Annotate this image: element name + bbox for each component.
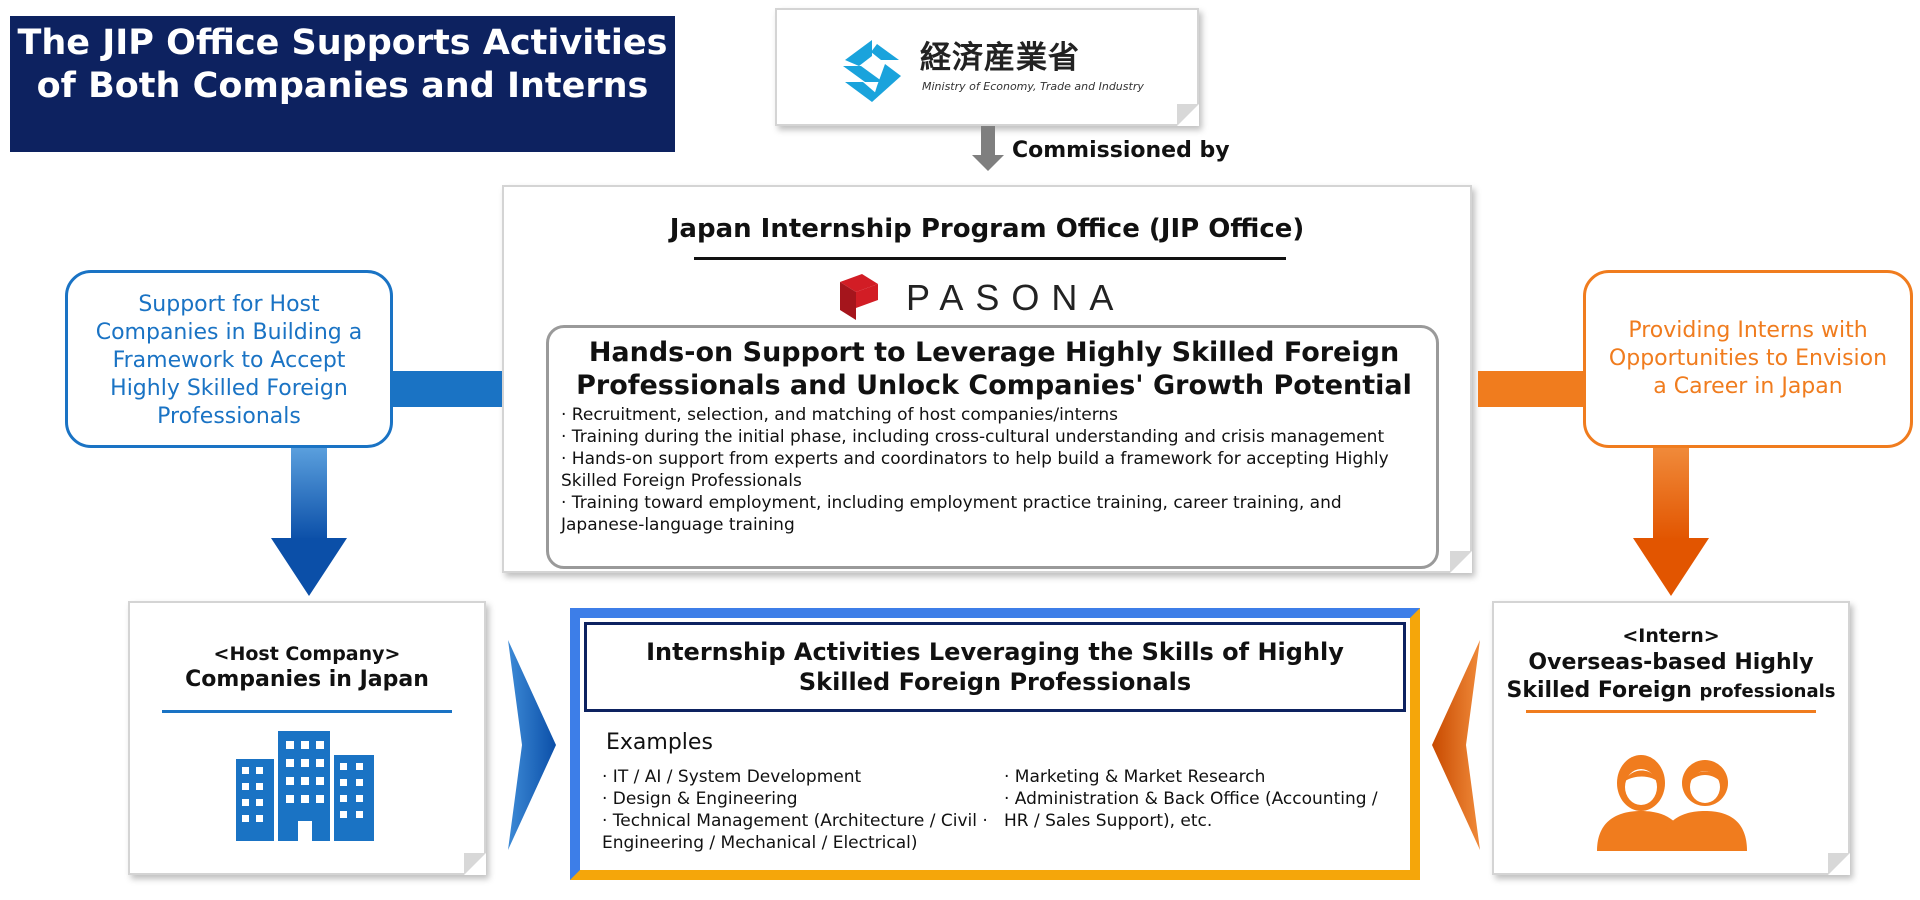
commissioned-label: Commissioned by xyxy=(1012,138,1230,163)
commissioned-arrow xyxy=(981,126,995,156)
commissioned-arrow-head xyxy=(972,155,1004,171)
support-heading: Hands-on Support to Leverage Highly Skil… xyxy=(576,337,1412,401)
support-box: Hands-on Support to Leverage Highly Skil… xyxy=(546,325,1439,569)
page-curl xyxy=(1828,853,1850,875)
host-connector xyxy=(393,371,502,407)
office-buildings-icon xyxy=(236,731,374,841)
intern-card: <Intern> Overseas-based Highly Skilled F… xyxy=(1492,601,1850,875)
intern-underline xyxy=(1526,710,1816,713)
intern-title-suffix: professionals xyxy=(1699,681,1836,702)
list-item: · Administration & Back Office (Accounti… xyxy=(1004,789,1378,831)
intern-down-arrow-head xyxy=(1633,538,1709,596)
list-item: · Recruitment, selection, and matching o… xyxy=(561,405,1119,425)
list-item: · Training during the initial phase, inc… xyxy=(561,427,1385,447)
examples-right-list: · Marketing & Market Research · Administ… xyxy=(1004,766,1404,832)
list-item: · Technical Management (Architecture / C… xyxy=(602,811,988,853)
examples-left-list: · IT / AI / System Development · Design … xyxy=(602,766,1002,854)
host-down-arrow xyxy=(291,448,327,540)
intern-to-activities-chevron xyxy=(1432,640,1480,850)
intern-title-main: Overseas-based Highly Skilled Foreign xyxy=(1506,650,1814,703)
host-down-arrow-head xyxy=(271,538,347,596)
jip-office-card: Japan Internship Program Office (JIP Off… xyxy=(502,185,1472,573)
list-item: · Training toward employment, including … xyxy=(561,493,1342,535)
title-banner-text: The JIP Office Supports Activities of Bo… xyxy=(17,23,668,106)
intern-support-callout: Providing Interns with Opportunities to … xyxy=(1583,270,1913,448)
meti-logo-icon xyxy=(843,40,901,102)
title-banner: The JIP Office Supports Activities of Bo… xyxy=(10,16,675,152)
host-to-activities-chevron xyxy=(508,640,556,850)
activities-title-box: Internship Activities Leveraging the Ski… xyxy=(584,622,1406,712)
ministry-name-en: Ministry of Economy, Trade and Industry xyxy=(922,80,1144,93)
activities-title: Internship Activities Leveraging the Ski… xyxy=(646,638,1344,696)
ministry-card: 経済産業省 Ministry of Economy, Trade and Ind… xyxy=(775,8,1199,126)
intern-support-text: Providing Interns with Opportunities to … xyxy=(1608,318,1888,399)
intern-tag: <Intern> xyxy=(1622,625,1720,647)
list-item: · Hands-on support from experts and coor… xyxy=(561,449,1389,491)
list-item: · Marketing & Market Research xyxy=(1004,767,1266,787)
support-bullets: · Recruitment, selection, and matching o… xyxy=(561,404,1401,536)
page-curl xyxy=(1177,104,1199,126)
activities-box: Internship Activities Leveraging the Ski… xyxy=(570,608,1420,880)
intern-connector xyxy=(1478,371,1583,407)
host-support-callout: Support for Host Companies in Building a… xyxy=(65,270,393,448)
host-support-text: Support for Host Companies in Building a… xyxy=(95,292,363,429)
list-item: · IT / AI / System Development xyxy=(602,767,862,787)
jip-office-title: Japan Internship Program Office (JIP Off… xyxy=(669,214,1305,244)
ministry-name-jp: 経済産業省 xyxy=(920,40,1080,76)
host-company-underline xyxy=(162,710,452,713)
pasona-logo-icon xyxy=(840,274,878,320)
title-underline xyxy=(694,257,1286,260)
pasona-logo-text: PASONA xyxy=(906,277,1126,318)
intern-down-arrow xyxy=(1653,448,1689,540)
page-curl xyxy=(1450,551,1472,573)
examples-label: Examples xyxy=(606,730,713,755)
people-icon xyxy=(1597,755,1747,851)
list-item: · Design & Engineering xyxy=(602,789,798,809)
host-company-card: <Host Company> Companies in Japan xyxy=(128,601,486,875)
host-company-tag: <Host Company> xyxy=(213,643,401,665)
host-company-title: Companies in Japan xyxy=(185,667,429,692)
intern-title: Overseas-based Highly Skilled Foreign pr… xyxy=(1498,649,1844,706)
page-curl xyxy=(464,853,486,875)
